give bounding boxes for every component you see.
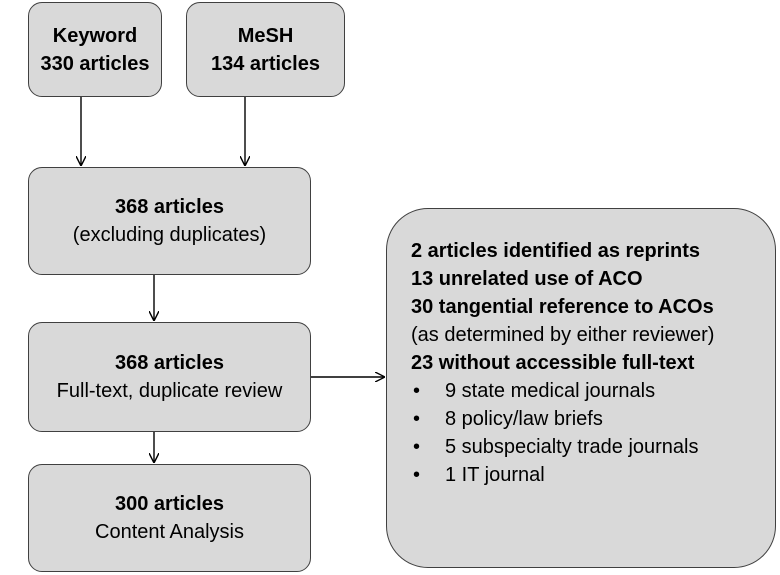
review-note: Full-text, duplicate review: [56, 380, 283, 402]
exclusion-tangential-note: (as determined by either reviewer): [411, 324, 715, 346]
mesh-label: MeSH: [237, 24, 294, 47]
bullet-subspecialty-trade-journals: 5 subspecialty trade journals: [445, 436, 699, 458]
analysis-note: Content Analysis: [95, 521, 244, 543]
bullet-item: • 9 state medical journals: [411, 377, 655, 405]
analysis-count: 300 articles: [115, 493, 224, 515]
bullet-state-medical-journals: 9 state medical journals: [445, 380, 656, 402]
exclusion-unrelated-aco: 13 unrelated use of ACO: [411, 268, 643, 290]
bullet-symbol: •: [413, 436, 421, 458]
bullet-item: • 8 policy/law briefs: [411, 405, 603, 433]
mesh-source-box: MeSH 134 articles: [186, 2, 345, 97]
bullet-it-journal: 1 IT journal: [445, 464, 545, 486]
mesh-count: 134 articles: [211, 52, 320, 75]
bullet-item: • 5 subspecialty trade journals: [411, 433, 698, 461]
keyword-count: 330 articles: [40, 52, 150, 75]
dedup-box: 368 articles (excluding duplicates): [28, 167, 311, 275]
exclusion-no-fulltext: 23 without accessible full-text: [411, 352, 695, 374]
exclusion-tangential: 30 tangential reference to ACOs: [411, 296, 714, 318]
exclusions-box: 2 articles identified as reprints 13 unr…: [386, 208, 776, 568]
bullet-policy-law-briefs: 8 policy/law briefs: [445, 408, 603, 430]
bullet-symbol: •: [413, 408, 421, 430]
fulltext-review-box: 368 articles Full-text, duplicate review: [28, 322, 311, 432]
dedup-count: 368 articles: [115, 196, 224, 218]
keyword-source-box: Keyword 330 articles: [28, 2, 162, 97]
content-analysis-box: 300 articles Content Analysis: [28, 464, 311, 572]
review-count: 368 articles: [115, 352, 224, 374]
bullet-symbol: •: [413, 380, 421, 402]
dedup-note: (excluding duplicates): [72, 224, 267, 246]
keyword-label: Keyword: [52, 24, 138, 47]
exclusion-reprints: 2 articles identified as reprints: [411, 240, 700, 262]
bullet-symbol: •: [413, 464, 421, 486]
bullet-item: • 1 IT journal: [411, 461, 545, 489]
